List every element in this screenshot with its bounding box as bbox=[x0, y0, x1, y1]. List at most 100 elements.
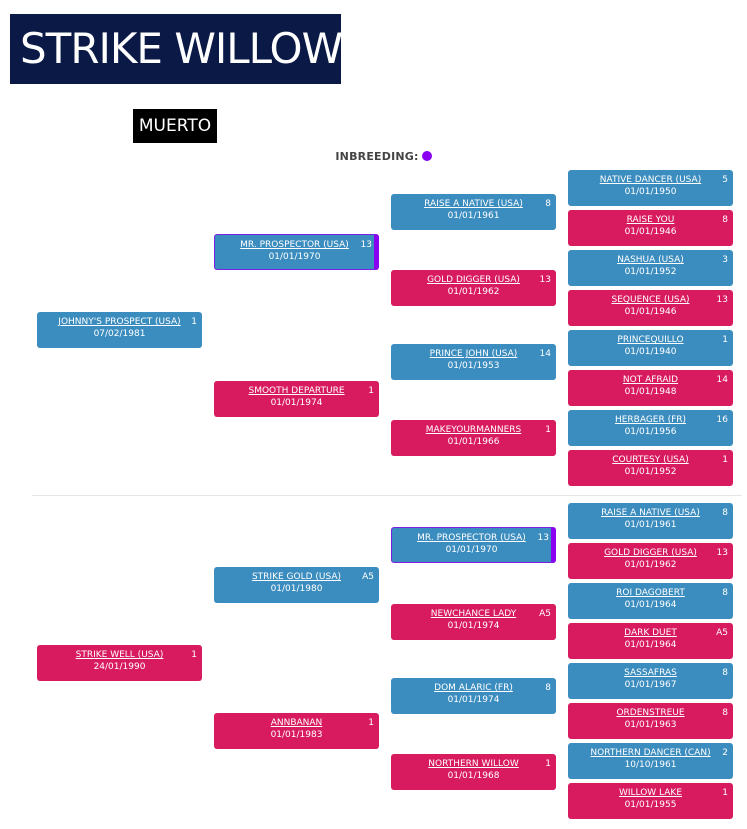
horse-name-link[interactable]: RAISE A NATIVE (USA) bbox=[601, 508, 700, 518]
horse-count: 1 bbox=[191, 317, 197, 327]
horse-date: 01/01/1980 bbox=[270, 584, 323, 594]
horse-count: 8 bbox=[722, 668, 728, 678]
horse-name-link[interactable]: ORDENSTREUE bbox=[616, 708, 685, 718]
horse-count: 13 bbox=[360, 240, 372, 250]
pedigree-card[interactable]: STRIKE GOLD (USA) 01/01/1980 A5 bbox=[214, 567, 379, 603]
horse-name-link[interactable]: SMOOTH DEPARTURE bbox=[248, 386, 345, 396]
horse-date: 01/01/1961 bbox=[447, 211, 500, 221]
horse-name-link[interactable]: WILLOW LAKE bbox=[618, 788, 683, 798]
horse-date: 01/01/1968 bbox=[447, 771, 500, 781]
pedigree-card[interactable]: RAISE A NATIVE (USA) 01/01/1961 8 bbox=[391, 194, 556, 230]
horse-name-link[interactable]: MAKEYOURMANNERS bbox=[425, 425, 522, 435]
pedigree-divider bbox=[32, 495, 742, 496]
horse-count: 13 bbox=[537, 533, 549, 543]
horse-name-link[interactable]: HERBAGER (FR) bbox=[614, 415, 687, 425]
pedigree-card[interactable]: SMOOTH DEPARTURE 01/01/1974 1 bbox=[214, 381, 379, 417]
horse-count: 1 bbox=[368, 718, 374, 728]
pedigree-card[interactable]: DOM ALARIC (FR) 01/01/1974 8 bbox=[391, 678, 556, 714]
horse-count: A5 bbox=[716, 628, 728, 638]
horse-count: A5 bbox=[362, 572, 374, 582]
horse-date: 01/01/1974 bbox=[447, 695, 500, 705]
pedigree-card[interactable]: PRINCE JOHN (USA) 01/01/1953 14 bbox=[391, 344, 556, 380]
horse-date: 01/01/1952 bbox=[624, 467, 677, 477]
horse-date: 01/01/1956 bbox=[624, 427, 677, 437]
horse-count: 8 bbox=[722, 215, 728, 225]
horse-name-link[interactable]: DARK DUET bbox=[624, 628, 677, 638]
horse-name-link[interactable]: MR. PROSPECTOR (USA) bbox=[417, 533, 526, 543]
horse-name-link[interactable]: NOT AFRAID bbox=[622, 375, 679, 385]
pedigree-card[interactable]: NOT AFRAID 01/01/1948 14 bbox=[568, 370, 733, 406]
horse-count: 1 bbox=[368, 386, 374, 396]
horse-date: 07/02/1981 bbox=[93, 329, 146, 339]
horse-date: 01/01/1953 bbox=[447, 361, 500, 371]
horse-name-link[interactable]: PRINCEQUILLO bbox=[617, 335, 684, 345]
horse-count: 14 bbox=[539, 349, 551, 359]
horse-name-link[interactable]: RAISE YOU bbox=[626, 215, 675, 225]
horse-date: 01/01/1964 bbox=[624, 600, 677, 610]
pedigree-card[interactable]: SASSAFRAS 01/01/1967 8 bbox=[568, 663, 733, 699]
horse-name-link[interactable]: RAISE A NATIVE (USA) bbox=[424, 199, 523, 209]
horse-name-link[interactable]: ROI DAGOBERT bbox=[616, 588, 685, 598]
horse-date: 01/01/1967 bbox=[624, 680, 677, 690]
pedigree-card[interactable]: ORDENSTREUE 01/01/1963 8 bbox=[568, 703, 733, 739]
horse-name-link[interactable]: ANNBANAN bbox=[270, 718, 323, 728]
horse-date: 01/01/1966 bbox=[447, 437, 500, 447]
horse-name-link[interactable]: GOLD DIGGER (USA) bbox=[427, 275, 520, 285]
horse-name-link[interactable]: STRIKE GOLD (USA) bbox=[251, 572, 342, 582]
horse-name-link[interactable]: JOHNNY'S PROSPECT (USA) bbox=[58, 317, 181, 327]
horse-count: 8 bbox=[545, 199, 551, 209]
horse-count: 8 bbox=[722, 708, 728, 718]
horse-date: 01/01/1974 bbox=[270, 398, 323, 408]
horse-name-link[interactable]: NASHUA (USA) bbox=[617, 255, 684, 265]
horse-date: 01/01/1963 bbox=[624, 720, 677, 730]
horse-name-link[interactable]: PRINCE JOHN (USA) bbox=[429, 349, 518, 359]
horse-date: 01/01/1950 bbox=[624, 187, 677, 197]
inbreeding-indicator: INBREEDING: bbox=[0, 148, 747, 164]
horse-name-link[interactable]: NATIVE DANCER (USA) bbox=[599, 175, 702, 185]
pedigree-card[interactable]: NORTHERN WILLOW 01/01/1968 1 bbox=[391, 754, 556, 790]
horse-count: 1 bbox=[545, 759, 551, 769]
inbreeding-dot-icon bbox=[421, 151, 432, 161]
horse-name-link[interactable]: SASSAFRAS bbox=[624, 668, 677, 678]
inbreeding-label: INBREEDING: bbox=[335, 149, 419, 163]
horse-count: 13 bbox=[539, 275, 551, 285]
horse-name-link[interactable]: NEWCHANCE LADY bbox=[430, 609, 517, 619]
horse-count: 14 bbox=[716, 375, 728, 385]
pedigree-card[interactable]: JOHNNY'S PROSPECT (USA) 07/02/1981 1 bbox=[37, 312, 202, 348]
page-title: STRIKE WILLOW bbox=[10, 14, 341, 84]
horse-name-link[interactable]: NORTHERN DANCER (CAN) bbox=[590, 748, 711, 758]
horse-name-link[interactable]: STRIKE WELL (USA) bbox=[75, 650, 164, 660]
horse-name-link[interactable]: GOLD DIGGER (USA) bbox=[604, 548, 697, 558]
horse-date: 01/01/1974 bbox=[447, 621, 500, 631]
horse-name-link[interactable]: NORTHERN WILLOW bbox=[428, 759, 519, 769]
horse-date: 01/01/1948 bbox=[624, 387, 677, 397]
horse-count: 2 bbox=[722, 748, 728, 758]
horse-count: 13 bbox=[716, 295, 728, 305]
horse-name-link[interactable]: DOM ALARIC (FR) bbox=[434, 683, 513, 693]
horse-name-link[interactable]: COURTESY (USA) bbox=[612, 455, 689, 465]
horse-name-link[interactable]: SEQUENCE (USA) bbox=[611, 295, 690, 305]
horse-count: 8 bbox=[722, 508, 728, 518]
horse-name-link[interactable]: MR. PROSPECTOR (USA) bbox=[240, 240, 349, 250]
horse-count: 8 bbox=[545, 683, 551, 693]
